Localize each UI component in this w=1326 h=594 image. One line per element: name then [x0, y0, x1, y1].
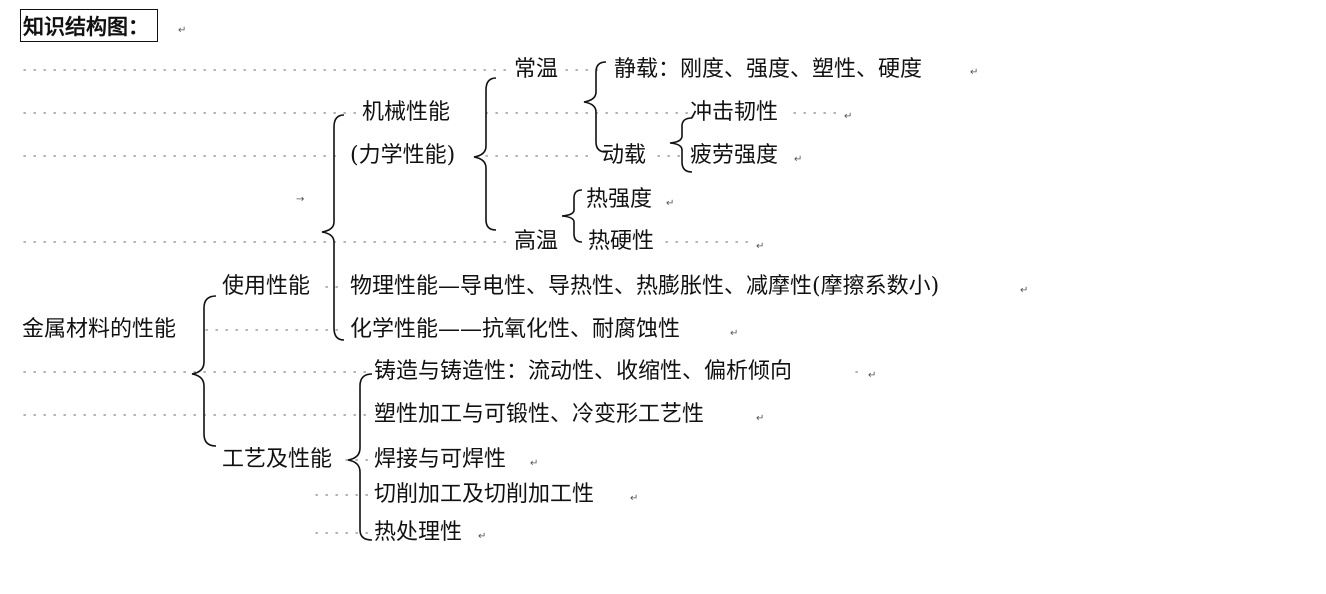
paragraph-mark: ↵	[630, 493, 639, 504]
mechanical-node-line2: (力学性能)	[350, 143, 456, 168]
process-item-heat-treatment: 热处理性	[374, 520, 463, 545]
paragraph-mark: ↵	[666, 198, 675, 209]
physical-properties-node: 物理性能—导电性、导热性、热膨胀性、减摩性(摩擦系数小)	[350, 274, 940, 299]
process-item-machining: 切削加工及切削加工性	[374, 482, 595, 507]
paragraph-mark: ↵	[756, 241, 765, 252]
chemical-properties-node: 化学性能——抗氧化性、耐腐蚀性	[350, 317, 681, 342]
dynamic-load-node: 动载	[602, 143, 647, 168]
use-performance-node: 使用性能	[222, 274, 311, 299]
dotted-leaders	[23, 69, 863, 534]
brace-mechanical	[473, 77, 497, 231]
process-item-forming: 塑性加工与可锻性、冷变形工艺性	[374, 402, 705, 427]
brace-process	[347, 373, 373, 541]
brace-root	[191, 295, 217, 447]
paragraph-mark: ↵	[844, 111, 853, 122]
paragraph-mark: ↵	[794, 154, 803, 165]
tab-arrow-mark: →	[296, 194, 305, 205]
high-temp-node: 高温	[514, 229, 559, 254]
impact-toughness-node: 冲击韧性	[690, 100, 779, 125]
process-item-welding: 焊接与可焊性	[374, 447, 507, 472]
brace-dynamic-load	[669, 117, 693, 173]
hot-hardness-node: 热硬性	[588, 229, 655, 254]
brace-room-temp	[583, 61, 607, 153]
heading-title: 知识结构图：	[20, 9, 158, 42]
paragraph-mark: ↵	[178, 25, 187, 36]
brace-high-temp	[561, 189, 583, 243]
paragraph-mark: ↵	[868, 370, 877, 381]
process-item-casting: 铸造与铸造性：流动性、收缩性、偏析倾向	[374, 359, 793, 384]
paragraph-mark: ↵	[756, 413, 765, 424]
paragraph-mark: ↵	[478, 531, 487, 542]
mechanical-node-line1: 机械性能	[362, 100, 451, 125]
fatigue-strength-node: 疲劳强度	[690, 143, 779, 168]
hot-strength-node: 热强度	[586, 187, 653, 212]
paragraph-mark: ↵	[1020, 285, 1029, 296]
paragraph-mark: ↵	[970, 67, 979, 78]
room-temp-node: 常温	[514, 57, 559, 82]
paragraph-mark: ↵	[530, 458, 539, 469]
heading-title-text: 知识结构图：	[23, 13, 149, 39]
process-performance-node: 工艺及性能	[222, 447, 333, 472]
static-load-node: 静载：刚度、强度、塑性、硬度	[614, 57, 923, 82]
brace-lines	[191, 61, 693, 541]
brace-use	[321, 114, 345, 341]
root-node: 金属材料的性能	[22, 317, 177, 342]
paragraph-mark: ↵	[730, 328, 739, 339]
